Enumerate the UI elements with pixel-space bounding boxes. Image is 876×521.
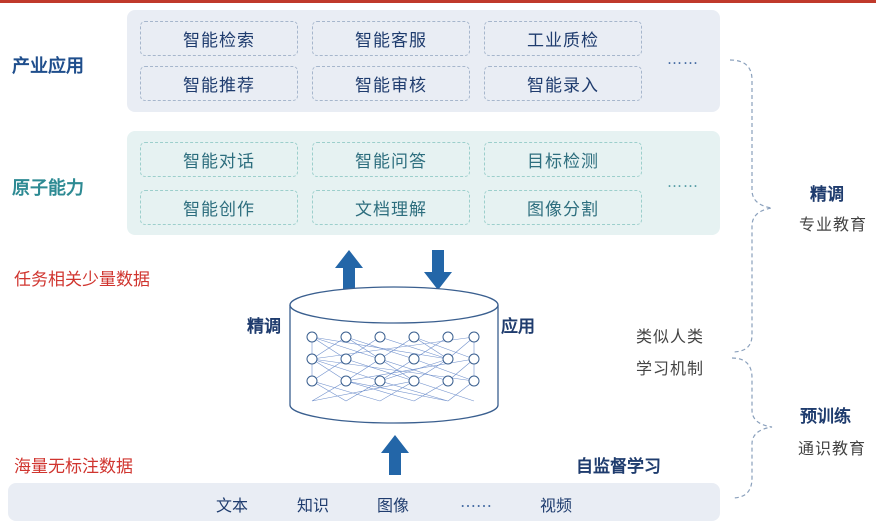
task-data-label: 任务相关少量数据 (14, 270, 150, 290)
industry-item-industrial-inspection: 工业质检 (484, 21, 642, 56)
top-accent-line (0, 0, 876, 3)
atomic-item-qa: 智能问答 (312, 142, 470, 177)
pretrain-brace-icon (731, 357, 773, 499)
industry-item-smart-search: 智能检索 (140, 21, 298, 56)
finetune-center-label: 精调 (247, 317, 281, 337)
atomic-item-image-segmentation: 图像分割 (484, 190, 642, 225)
data-source-text: 文本 (216, 496, 249, 515)
data-source-video: 视频 (540, 496, 573, 515)
self-supervised-label: 自监督学习 (576, 457, 661, 477)
data-sources-panel (8, 483, 720, 521)
finetune-description: 专业教育 (799, 215, 868, 234)
industry-item-smart-recommendation: 智能推荐 (140, 66, 298, 101)
down-arrow-icon (424, 250, 452, 290)
industry-applications-label: 产业应用 (12, 56, 84, 77)
industry-item-smart-customer-service: 智能客服 (312, 21, 470, 56)
data-source-ellipsis: …… (460, 492, 492, 511)
atomic-item-dialogue: 智能对话 (140, 142, 298, 177)
data-source-image: 图像 (377, 496, 410, 515)
atomic-item-creation: 智能创作 (140, 190, 298, 225)
model-cylinder-icon (289, 286, 499, 424)
finetune-title: 精调 (810, 185, 844, 205)
atomic-capabilities-panel (127, 131, 720, 235)
data-source-knowledge: 知识 (297, 496, 330, 515)
atomic-item-object-detection: 目标检测 (484, 142, 642, 177)
pretrain-title: 预训练 (800, 407, 851, 427)
pretrain-arrow-icon (381, 435, 409, 475)
massive-data-label: 海量无标注数据 (14, 457, 133, 477)
up-arrow-icon (335, 250, 363, 289)
human-like-line2: 学习机制 (636, 359, 705, 378)
industry-applications-panel (127, 10, 720, 112)
pretrain-description: 通识教育 (798, 439, 867, 458)
atomic-item-document-understanding: 文档理解 (312, 190, 470, 225)
human-like-line1: 类似人类 (636, 327, 705, 346)
atomic-more-ellipsis: …… (667, 173, 699, 191)
finetune-brace-icon (729, 59, 773, 353)
industry-item-smart-review: 智能审核 (312, 66, 470, 101)
industry-more-ellipsis: …… (667, 50, 699, 68)
neural-network-icon (306, 331, 480, 402)
atomic-capabilities-label: 原子能力 (12, 178, 84, 199)
industry-item-smart-entry: 智能录入 (484, 66, 642, 101)
apply-center-label: 应用 (501, 317, 535, 337)
